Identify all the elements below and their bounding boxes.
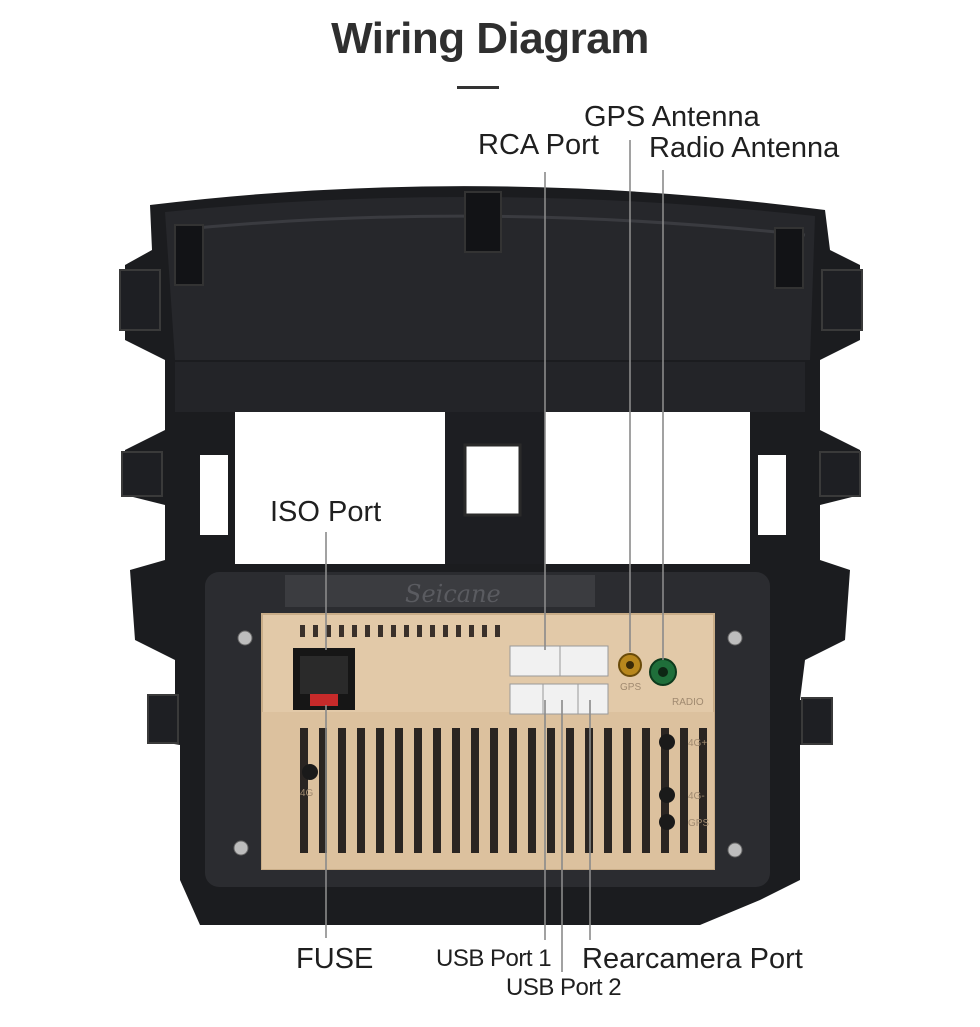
vent-slot <box>300 625 305 637</box>
gps-antenna-label: GPS Antenna <box>584 101 760 133</box>
usb-connector-block <box>509 683 609 715</box>
vent-slot <box>339 625 344 637</box>
rca-port-label: RCA Port <box>478 129 599 161</box>
gps-jack-label: GPS <box>620 682 641 693</box>
rca-connector <box>509 645 609 677</box>
fuse-icon <box>310 694 338 706</box>
vent-slot <box>456 625 461 637</box>
vent-slot <box>357 728 365 853</box>
usb-port-1-label: USB Port 1 <box>436 945 552 972</box>
vent-slot <box>680 728 688 853</box>
vent-slot <box>414 728 422 853</box>
port-4g-left-hole <box>302 764 318 780</box>
vent-slot <box>585 728 593 853</box>
port-gps-hole <box>659 814 675 830</box>
vent-slot <box>604 728 612 853</box>
vent-slot <box>471 728 479 853</box>
screw-icon <box>233 840 249 856</box>
vent-slot <box>699 728 707 853</box>
port-4g-plus-label: 4G+ <box>688 738 707 749</box>
vent-slot <box>566 728 574 853</box>
vent-slot <box>495 625 500 637</box>
radio-antenna-label: Radio Antenna <box>649 132 840 164</box>
vent-slot <box>430 625 435 637</box>
vent-slot <box>391 625 396 637</box>
port-4g-left-label: 4G <box>300 788 314 799</box>
vent-slot <box>623 728 631 853</box>
radio-jack-label: RADIO <box>672 697 704 708</box>
vent-slot <box>528 728 536 853</box>
vent-slot <box>326 625 331 637</box>
vent-slot <box>433 728 441 853</box>
screw-icon <box>727 842 743 858</box>
vent-slot <box>313 625 318 637</box>
leader-lines <box>325 140 664 972</box>
diagram-title: Wiring Diagram <box>331 14 649 63</box>
vent-slot <box>482 625 487 637</box>
vent-slot <box>300 728 308 853</box>
vent-slot <box>376 728 384 853</box>
vent-slot <box>319 728 327 853</box>
screw-icon <box>237 630 253 646</box>
port-gps-label: GPS <box>688 818 709 829</box>
vent-slot <box>490 728 498 853</box>
rearcamera-port-label: Rearcamera Port <box>582 943 803 975</box>
vent-slot <box>378 625 383 637</box>
brand-watermark: Seicane <box>405 580 501 608</box>
vent-slot <box>395 728 403 853</box>
port-4g-minus-label: 4G- <box>688 791 705 802</box>
vent-slot <box>452 728 460 853</box>
fuse-label: FUSE <box>296 943 374 975</box>
port-4g-minus-hole <box>659 787 675 803</box>
title-underline <box>457 86 499 89</box>
vent-slot <box>338 728 346 853</box>
screw-icon <box>727 630 743 646</box>
vent-slot <box>417 625 422 637</box>
vent-slot <box>443 625 448 637</box>
vent-slot <box>365 625 370 637</box>
iso-port-label: ISO Port <box>270 496 382 528</box>
usb-port-2-label: USB Port 2 <box>506 974 622 1001</box>
frame-openings <box>200 412 786 564</box>
vent-slot <box>509 728 517 853</box>
back-panel: GPS RADIO 4G+ 4G- GPS 4G <box>233 613 743 870</box>
vent-slot <box>547 728 555 853</box>
vent-slot <box>642 728 650 853</box>
port-4g-plus-hole <box>659 734 675 750</box>
vent-slot <box>404 625 409 637</box>
vent-slot <box>352 625 357 637</box>
vent-slot <box>469 625 474 637</box>
